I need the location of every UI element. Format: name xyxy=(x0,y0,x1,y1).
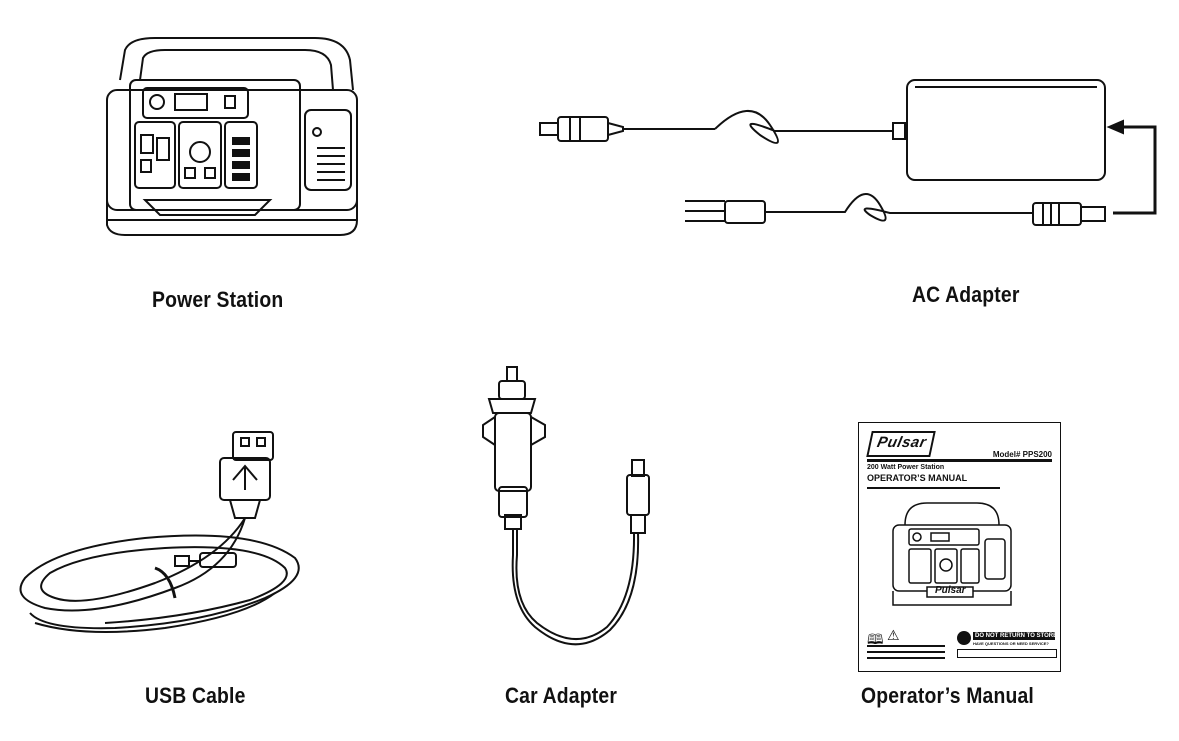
manual-rule-2 xyxy=(867,487,1000,489)
manual-contact-bar xyxy=(957,649,1057,658)
manual-notice: DO NOT RETURN TO STORE! xyxy=(973,632,1055,640)
manual-title: OPERATOR’S MANUAL xyxy=(867,473,968,483)
item-label-car-adapter: Car Adapter xyxy=(505,683,618,708)
manual-cover-image: Pulsar xyxy=(887,495,1017,613)
item-label-usb-cable: USB Cable xyxy=(145,683,246,708)
book-icon: 🕮 xyxy=(867,632,884,648)
car-adapter-illustration xyxy=(475,365,655,665)
item-label-operators-manual: Operator’s Manual xyxy=(861,683,1034,708)
manual-subtitle: 200 Watt Power Station xyxy=(867,464,945,471)
stop-icon xyxy=(957,631,971,645)
operators-manual-illustration: Pulsar Model# PPS200 200 Watt Power Stat… xyxy=(858,422,1061,672)
manual-footer-rule-2 xyxy=(867,651,945,653)
item-label-power-station: Power Station xyxy=(152,287,284,312)
manual-rule xyxy=(867,459,1052,462)
usb-cable-illustration xyxy=(5,418,315,648)
manual-brand: Pulsar xyxy=(875,434,928,451)
power-station-illustration xyxy=(95,20,370,252)
manual-footer-rule-3 xyxy=(867,657,945,659)
manual-notice-sub: HAVE QUESTIONS OR NEED SERVICE? xyxy=(973,641,1049,646)
warning-icon: ⚠ xyxy=(887,628,900,644)
manual-brand-logo: Pulsar xyxy=(866,431,936,457)
ac-adapter-illustration xyxy=(535,75,1175,250)
manual-footer-rule-1 xyxy=(867,645,945,647)
manual-cover-logo: Pulsar xyxy=(935,585,966,596)
item-label-ac-adapter: AC Adapter xyxy=(912,282,1020,307)
manual-model: Model# PPS200 xyxy=(992,450,1052,459)
